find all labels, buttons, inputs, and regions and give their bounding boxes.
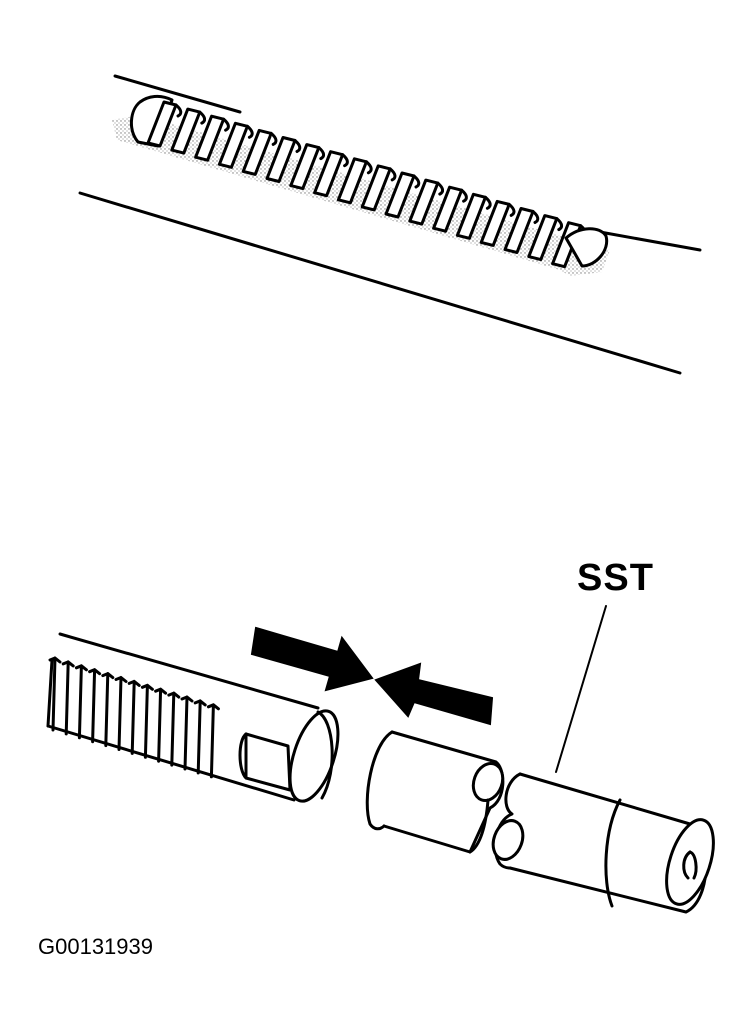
rack-tooth [74, 664, 88, 740]
thread-ridge [384, 171, 416, 219]
rack-tooth [101, 672, 115, 748]
thread-crest [245, 124, 254, 139]
surface-upper-edge [113, 74, 702, 252]
thread-ridge [503, 207, 535, 254]
thread-ridge [527, 214, 559, 262]
rack-tooth [193, 699, 207, 775]
thread-crest [483, 195, 492, 210]
thread-crest [460, 188, 468, 203]
thread-crest [388, 167, 397, 182]
thread-crest [364, 160, 373, 175]
rack-tooth [140, 683, 154, 759]
rack-tooth [167, 691, 181, 767]
arrow-left-pointing-icon [374, 662, 494, 726]
thread-ridge [217, 121, 249, 169]
sst-leader-line [555, 605, 607, 773]
thread-crest [341, 153, 349, 168]
thread-ridge [146, 100, 178, 148]
figure-id: G00131939 [38, 934, 153, 959]
thread-crest [507, 202, 516, 217]
rack-tooth [180, 695, 194, 771]
thread-ridge [313, 150, 345, 198]
thread-crest [555, 217, 564, 232]
thread-crest [317, 146, 326, 161]
thread-crest [222, 117, 230, 132]
thread-ridge [265, 136, 297, 183]
thread-crest [436, 181, 445, 196]
thread-crest [174, 103, 183, 118]
arrow-right-pointing-icon [250, 626, 374, 692]
rack-tooth [127, 679, 141, 755]
bottom-figure-rod-assembly [46, 605, 715, 914]
surface-lower-edge [78, 191, 682, 375]
thread-crest [269, 131, 278, 146]
thread-crest [198, 110, 207, 125]
rack-tooth [114, 676, 128, 751]
sst-label: SST [577, 557, 654, 599]
thread-body [130, 94, 609, 269]
thread-crest [293, 139, 302, 153]
thread-ridge [432, 185, 464, 233]
thread-ridge [408, 178, 440, 226]
thread-ridge [455, 192, 487, 240]
press-arrows [250, 626, 494, 726]
thread-ridge [360, 164, 392, 212]
thread-crest [412, 174, 421, 189]
thread-ridge [170, 107, 202, 155]
thread-ridge [479, 199, 511, 247]
top-figure-threaded-rod-in-groove [78, 74, 702, 375]
rack-tooth [61, 660, 75, 736]
rack-tooth [206, 703, 220, 779]
rack-tooth [88, 668, 102, 744]
thread-ridge [289, 143, 321, 191]
thread-crest [531, 210, 540, 224]
thread-ridge [194, 114, 226, 162]
thread-ridge [336, 157, 368, 205]
sst-tool [491, 772, 715, 914]
thread-ridge [241, 128, 273, 176]
rod-shaft [46, 632, 340, 803]
bush [365, 730, 505, 854]
rack-tooth [154, 687, 168, 763]
